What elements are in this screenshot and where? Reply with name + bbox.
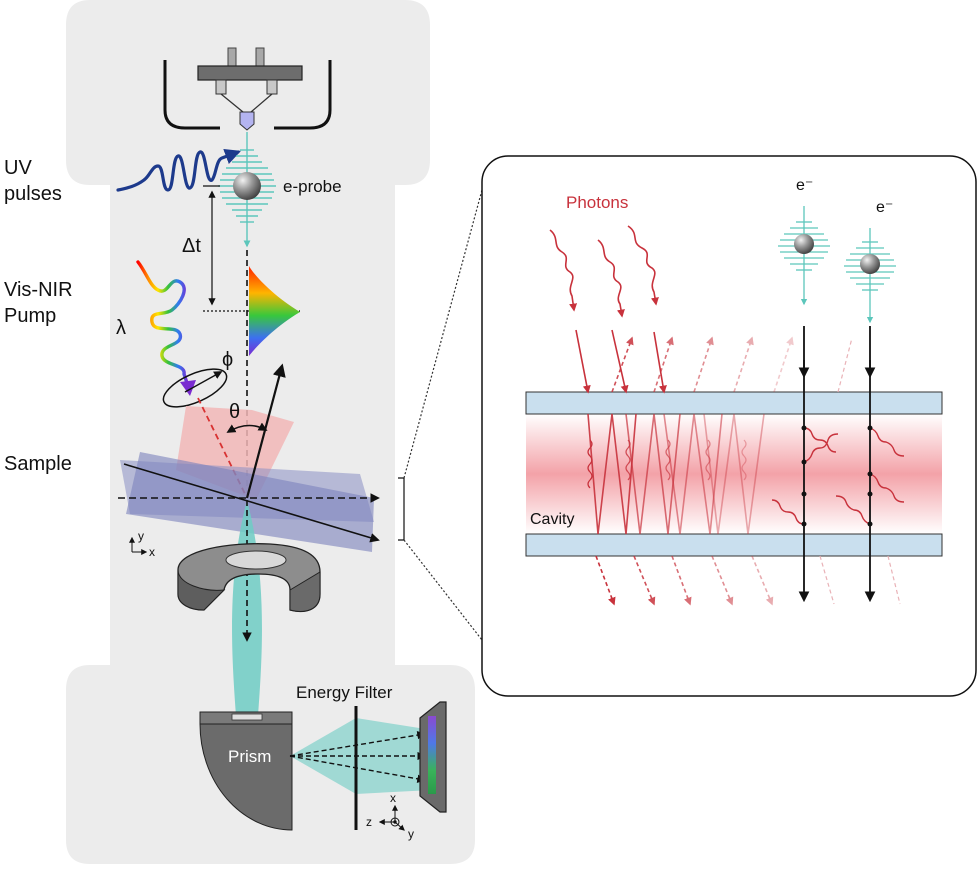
uv-pulse-wave bbox=[116, 149, 241, 192]
label-electron-1: e⁻ bbox=[796, 177, 813, 194]
mirror-top bbox=[525, 391, 943, 415]
electron-gun bbox=[163, 47, 332, 131]
label-energy-filter: Energy Filter bbox=[296, 683, 393, 702]
label-theta: θ bbox=[229, 401, 240, 423]
zoom-bracket bbox=[398, 477, 405, 541]
label-axis-x: x bbox=[149, 545, 155, 559]
label-dt: Δt bbox=[182, 235, 201, 257]
cavity-field bbox=[526, 414, 942, 534]
pump-spectrum bbox=[249, 266, 300, 356]
label-uv: UV bbox=[4, 157, 32, 179]
sample-xy-axes bbox=[129, 536, 148, 555]
zoom-line-top bbox=[403, 189, 483, 479]
sample-axis-diag bbox=[123, 463, 380, 543]
label-pulses: pulses bbox=[4, 183, 62, 205]
detector-axes bbox=[378, 804, 405, 831]
zoom-line-bottom bbox=[403, 539, 483, 641]
label-lambda: λ bbox=[116, 317, 126, 339]
interaction-points bbox=[801, 425, 873, 527]
label-phi: ϕ bbox=[222, 349, 233, 371]
label-det-x: x bbox=[390, 791, 396, 805]
label-visnir: Vis-NIR bbox=[4, 279, 73, 301]
magnetic-lens bbox=[177, 543, 321, 613]
emitted-photons bbox=[771, 427, 905, 525]
polarization-arrow bbox=[184, 371, 223, 393]
label-det-z: z bbox=[366, 815, 372, 829]
label-prism: Prism bbox=[228, 747, 271, 766]
label-det-y: y bbox=[408, 827, 414, 841]
prism bbox=[199, 711, 293, 831]
label-axis-y: y bbox=[138, 529, 144, 543]
pump-wave bbox=[136, 260, 190, 388]
photon-rays bbox=[575, 329, 794, 606]
detector bbox=[419, 701, 447, 813]
label-eprobe: e-probe bbox=[283, 177, 342, 196]
electron-sphere bbox=[233, 172, 261, 200]
inset-electron-2 bbox=[844, 228, 896, 324]
label-sample: Sample bbox=[4, 453, 72, 475]
label-pump: Pump bbox=[4, 305, 56, 327]
polarization-ellipse bbox=[162, 368, 228, 408]
faint-dashed-rays bbox=[819, 337, 901, 605]
theta-arc bbox=[226, 422, 268, 433]
label-electron-2: e⁻ bbox=[876, 199, 893, 216]
mirror-bottom bbox=[525, 533, 943, 557]
inset-electron-1 bbox=[778, 206, 830, 306]
pump-arrowhead bbox=[180, 380, 196, 396]
label-cavity: Cavity bbox=[530, 511, 574, 528]
label-photons: Photons bbox=[566, 193, 628, 212]
incoming-photons bbox=[549, 225, 659, 318]
